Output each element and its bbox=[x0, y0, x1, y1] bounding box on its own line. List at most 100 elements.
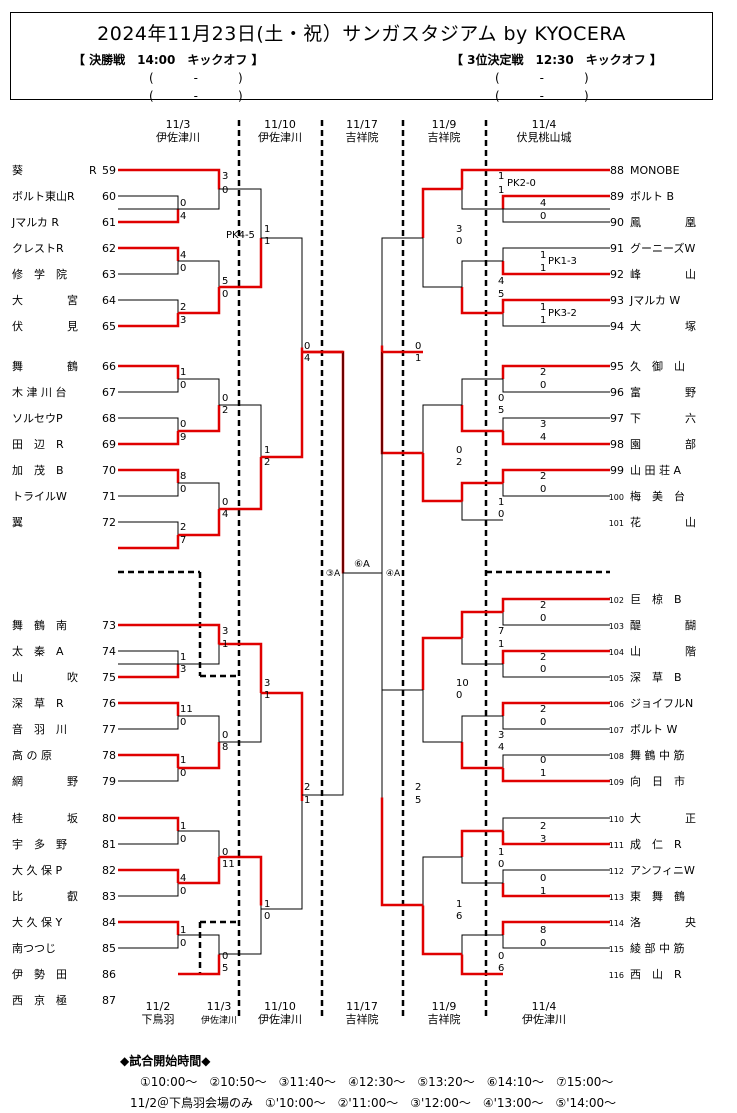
team-number-right: 103 bbox=[609, 622, 624, 631]
team-name-left: 木 津 川 台 bbox=[12, 385, 67, 399]
bracket-line bbox=[118, 650, 179, 664]
team-number-left: 60 bbox=[102, 190, 116, 203]
match-score: 7 bbox=[498, 626, 504, 637]
match-score: 2 bbox=[540, 367, 546, 378]
match-score: 0 bbox=[304, 341, 310, 352]
round-venue: 吉祥院 bbox=[346, 130, 379, 144]
team-name-right: 下 六 bbox=[630, 412, 696, 425]
team-number-right: 88 bbox=[610, 164, 624, 177]
match-score: 5 bbox=[222, 276, 228, 287]
team-name-right: 綾 部 中 筋 bbox=[630, 941, 685, 955]
team-number-left: 79 bbox=[102, 775, 116, 788]
match-score: 3 bbox=[264, 678, 270, 689]
team-name-left: 西 京 極 bbox=[12, 993, 67, 1007]
team-number-left: 68 bbox=[102, 412, 116, 425]
team-name-left: 葵 R bbox=[12, 164, 97, 177]
match-score: 0 bbox=[540, 211, 546, 222]
bracket-line bbox=[178, 482, 220, 509]
match-score: 0 bbox=[540, 938, 546, 949]
team-name-right: ボルト B bbox=[630, 190, 674, 203]
bracket-line bbox=[118, 209, 180, 224]
match-score: 0 bbox=[222, 730, 228, 741]
match-score: 5 bbox=[222, 963, 228, 974]
bracket-line bbox=[422, 856, 462, 906]
match-score: 0 bbox=[180, 484, 186, 495]
team-number-right: 96 bbox=[610, 386, 624, 399]
match-score: 4 bbox=[540, 198, 546, 209]
match-score: 1 bbox=[222, 639, 228, 650]
bracket-line bbox=[421, 636, 462, 690]
bracket-line bbox=[461, 501, 503, 521]
team-number-right: 89 bbox=[610, 190, 624, 203]
team-name-right: ジョイフルN bbox=[630, 697, 693, 710]
bracket-line bbox=[178, 509, 221, 537]
team-name-left: 大 宮 bbox=[12, 293, 78, 307]
bracket-line bbox=[422, 238, 462, 288]
round-date: 11/4 bbox=[532, 118, 557, 131]
bracket-line bbox=[421, 453, 462, 503]
round-date: 11/17 bbox=[346, 1000, 378, 1013]
bracket-line bbox=[118, 716, 179, 730]
team-name-right: 山 田 荘 A bbox=[630, 464, 681, 477]
team-number-left: 77 bbox=[102, 723, 116, 736]
match-score: 2 bbox=[456, 457, 462, 468]
bracket-line bbox=[501, 364, 610, 379]
footer-times: ①10:00～ ②10:50～ ③11:40～ ④12:30～ ⑤13:20～ … bbox=[140, 1075, 614, 1089]
bracket-line bbox=[460, 481, 503, 502]
team-number-left: 75 bbox=[102, 671, 116, 684]
bracket-line bbox=[118, 468, 180, 483]
match-score: 8 bbox=[180, 471, 186, 482]
match-score: 0 bbox=[456, 445, 462, 456]
bracket-line bbox=[219, 404, 262, 457]
match-score: 3 bbox=[540, 419, 546, 430]
team-number-right: 113 bbox=[609, 893, 624, 902]
semifinal-label: ④A bbox=[386, 569, 401, 579]
match-score: 0 bbox=[180, 938, 186, 949]
match-score: 1 bbox=[180, 821, 186, 832]
match-score: 0 bbox=[222, 185, 228, 196]
team-name-right: 富 野 bbox=[630, 385, 696, 399]
bracket-line bbox=[118, 831, 179, 845]
match-score: 0 bbox=[264, 911, 270, 922]
bracket-line bbox=[118, 920, 180, 935]
team-number-left: 74 bbox=[102, 645, 116, 658]
bracket-line bbox=[118, 246, 180, 261]
team-number-left: 70 bbox=[102, 464, 116, 477]
final-label: 【 決勝戦 14:00 キックオフ 】 bbox=[73, 53, 264, 67]
bracket-line bbox=[118, 768, 179, 782]
bracket-line bbox=[118, 664, 180, 679]
team-name-right: 梅 美 台 bbox=[630, 489, 685, 503]
match-score: 1 bbox=[498, 639, 504, 650]
match-score: 2 bbox=[264, 457, 270, 468]
match-score: 1 bbox=[498, 847, 504, 858]
match-score: 1 bbox=[540, 263, 546, 274]
team-name-left: クレストR bbox=[12, 242, 64, 255]
team-number-right: 94 bbox=[610, 320, 624, 333]
bracket-line bbox=[422, 690, 462, 743]
bracket-line bbox=[501, 831, 610, 846]
match-score: 0 bbox=[498, 859, 504, 870]
team-number-left: 66 bbox=[102, 360, 116, 373]
team-number-left: 65 bbox=[102, 320, 116, 333]
team-name-left: 宇 多 野 bbox=[12, 837, 67, 851]
bracket-line bbox=[502, 209, 610, 223]
team-name-left: 伏 見 bbox=[12, 319, 78, 333]
match-score: 4 bbox=[304, 353, 310, 364]
match-score: 3 bbox=[180, 315, 186, 326]
bracket-line bbox=[461, 857, 503, 884]
team-name-left: 音 羽 川 bbox=[12, 722, 67, 736]
bracket-line bbox=[118, 701, 180, 716]
round-date: 11/10 bbox=[264, 118, 296, 131]
team-name-right: 向 日 市 bbox=[630, 774, 685, 788]
team-name-right: Jマルカ W bbox=[629, 294, 680, 307]
team-name-right: 舞 鶴 中 筋 bbox=[630, 748, 685, 762]
bracket-line bbox=[219, 905, 262, 955]
team-number-left: 67 bbox=[102, 386, 116, 399]
team-number-right: 90 bbox=[610, 216, 624, 229]
third-score-1: ( - ) bbox=[495, 71, 590, 85]
match-score: 4 bbox=[180, 873, 186, 884]
bracket-line bbox=[461, 260, 503, 287]
bracket-line bbox=[118, 753, 180, 768]
match-score: 0 bbox=[540, 717, 546, 728]
team-number-left: 82 bbox=[102, 864, 116, 877]
